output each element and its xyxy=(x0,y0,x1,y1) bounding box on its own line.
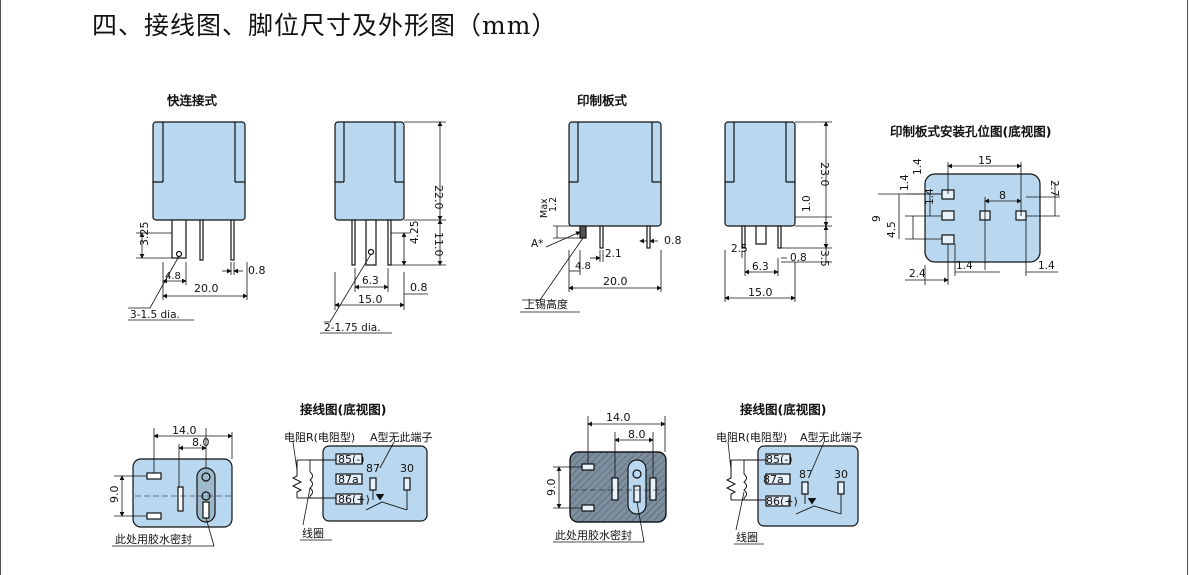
seal-note-a: 此处用胶水密封 xyxy=(115,532,192,546)
terminal-87-a: 87 xyxy=(366,462,380,475)
wiring-diagram-b xyxy=(725,441,859,531)
dim-3-1-5-dia: 3-1.5 dia. xyxy=(130,309,180,321)
dim-23-0: 23.0 xyxy=(818,162,831,187)
wiring-no-terminal-b: A型无此端子 xyxy=(800,430,863,444)
dim-4-8-a: 4.8 xyxy=(165,271,181,282)
terminal-30-a: 30 xyxy=(400,462,414,475)
section-quick-connect-title: 快连接式 xyxy=(167,93,218,108)
seal-note-b: 此处用胶水密封 xyxy=(555,528,632,542)
dim-2-1-75-dia: 2-1.75 dia. xyxy=(324,322,381,334)
dim-1-0: 1.0 xyxy=(801,195,813,212)
bottom-dim-8-0-a: 8.0 xyxy=(192,436,210,449)
hole-dim-1-4-b: 1.4 xyxy=(899,174,911,191)
pcb-hole-layout xyxy=(878,162,1060,285)
hole-dim-1-4-c: 1.4 xyxy=(924,188,936,205)
wiring-coil-a: 线圈 xyxy=(302,526,324,540)
terminal-85-b: 85(-) xyxy=(766,453,793,466)
hole-dim-2-4: 2.4 xyxy=(909,268,926,280)
dim-11-0: 11.0 xyxy=(432,232,445,257)
dim-1-2: 1.2 xyxy=(548,197,559,212)
wiring-no-terminal-a: A型无此端子 xyxy=(370,430,433,444)
dim-6-3-b: 6.3 xyxy=(752,261,769,273)
bottom-dim-8-0-b: 8.0 xyxy=(628,428,646,441)
bottom-dim-14-0-b: 14.0 xyxy=(606,411,631,424)
dim-2-1: 2.1 xyxy=(605,248,622,260)
hole-dim-1-4-e: 1.4 xyxy=(1038,260,1055,272)
solder-height-label: 上锡高度 xyxy=(524,297,568,311)
wiring-coil-b: 线圈 xyxy=(736,530,758,544)
bottom-dim-9-0-a: 9.0 xyxy=(108,486,121,504)
dim-20-0-a: 20.0 xyxy=(194,282,219,295)
dim-3-25: 3.25 xyxy=(138,222,151,247)
hole-dim-1-4-a: 1.4 xyxy=(912,158,924,175)
terminal-87a-b: 87a xyxy=(763,473,784,486)
dim-22-0: 22.0 xyxy=(432,185,445,210)
page-title: 四、接线图、脚位尺寸及外形图（mm） xyxy=(92,11,558,40)
wiring-diagram-a xyxy=(291,441,428,526)
dim-15-0-b: 15.0 xyxy=(748,286,773,299)
section-wiring-title-2: 接线图(底视图) xyxy=(740,402,827,417)
dim-6-3-a: 6.3 xyxy=(362,275,379,287)
terminal-85-a: 85(-) xyxy=(338,453,365,466)
terminal-87-b: 87 xyxy=(799,468,813,481)
relay-quick-connect-side xyxy=(324,121,446,323)
wiring-resistor-a: 电阻R(电阻型) xyxy=(284,430,355,444)
relay-quick-connect-front xyxy=(128,121,248,309)
dim-0-8-c: 0.8 xyxy=(664,234,682,247)
dim-0-8-b: 0.8 xyxy=(410,281,428,294)
dim-4-25: 4.25 xyxy=(409,221,421,244)
hole-dim-8: 8 xyxy=(999,189,1006,202)
dim-0-8-a: 0.8 xyxy=(248,264,266,277)
terminal-86-a: 86(+) xyxy=(338,493,370,506)
dim-3-5: 3.5 xyxy=(818,250,830,267)
dim-20-0-b: 20.0 xyxy=(603,275,628,288)
hole-dim-4-5: 4.5 xyxy=(886,221,898,238)
bottom-dim-9-0-b: 9.0 xyxy=(545,479,558,497)
bottom-dim-14-0-a: 14.0 xyxy=(172,424,197,437)
dim-0-8-d: 0.8 xyxy=(790,252,807,264)
dim-15-0-a: 15.0 xyxy=(358,293,383,306)
terminal-87a-a: 87a xyxy=(338,473,359,486)
hole-dim-15: 15 xyxy=(978,154,992,167)
relay-pcb-side xyxy=(724,121,832,302)
dim-a-star: A* xyxy=(531,238,543,250)
dim-2-5: 2.5 xyxy=(731,243,748,255)
section-pcb-holes-title: 印制板式安装孔位图(底视图) xyxy=(890,124,1052,139)
terminal-30-b: 30 xyxy=(834,468,848,481)
hole-dim-1-4-d: 1.4 xyxy=(956,260,973,272)
dim-4-8-b: 4.8 xyxy=(575,261,591,272)
bottom-view-quick-connect xyxy=(112,428,233,547)
section-pcb-title: 印制板式 xyxy=(577,93,628,108)
section-wiring-title-1: 接线图(底视图) xyxy=(300,402,387,417)
dim-max: Max xyxy=(539,198,550,218)
hole-dim-9: 9 xyxy=(871,215,883,222)
terminal-86-b: 86(+) xyxy=(766,495,798,508)
wiring-resistor-b: 电阻R(电阻型) xyxy=(716,430,787,444)
hole-dim-2-7: 2.7 xyxy=(1048,180,1060,197)
relay-pcb-front xyxy=(522,121,662,301)
bottom-view-pcb xyxy=(553,416,667,543)
